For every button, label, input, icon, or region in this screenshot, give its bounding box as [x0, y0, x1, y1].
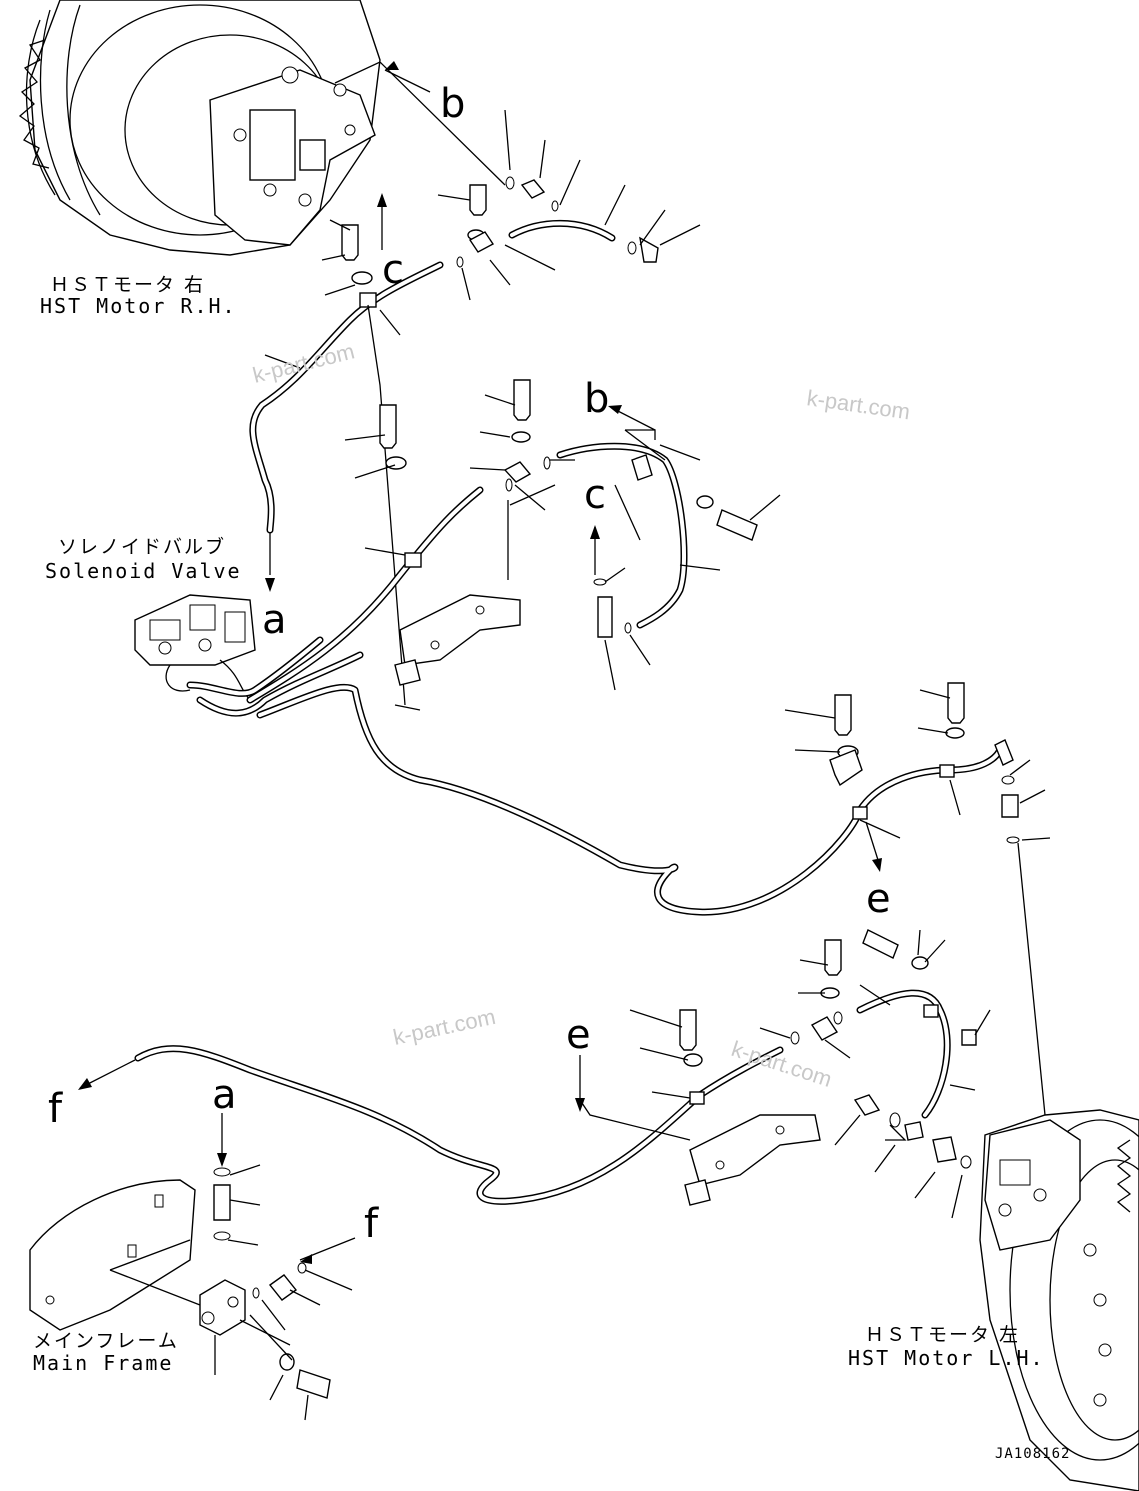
ref-arrow-a-lower — [217, 1113, 227, 1167]
ref-arrow-b-mid — [608, 405, 656, 431]
main-frame-illustration — [29, 1179, 201, 1331]
ref-f-left: f — [48, 1086, 63, 1132]
ref-arrow-e-right — [865, 821, 882, 872]
solenoid-label-jp: ソレノイドバルブ — [58, 535, 226, 558]
watermark-1: k-part.com — [250, 338, 357, 387]
solenoid-valve-illustration — [134, 594, 364, 717]
ref-f-lower: f — [364, 1201, 379, 1247]
ref-e-lower: e — [566, 1012, 591, 1058]
watermark-3: k-part.com — [391, 1004, 498, 1050]
hst-motor-lh-illustration — [979, 1109, 1139, 1491]
ref-b-top: b — [440, 81, 465, 127]
ref-e-right: e — [866, 876, 891, 922]
ref-b-mid: b — [584, 376, 609, 422]
mid-bracket-illustration — [394, 594, 521, 686]
main-frame-label-jp: メインフレーム — [33, 1330, 179, 1352]
lower-fittings — [629, 929, 991, 1219]
ref-c-mid: c — [584, 472, 606, 518]
motor-lh-label-jp: ＨＳＴモータ 左 — [865, 1324, 1020, 1346]
drawing-code: JA108162 — [995, 1446, 1070, 1462]
right-middle-fittings — [784, 682, 1051, 1116]
ref-a-lower: a — [212, 1072, 237, 1118]
main-frame-label-en: Main Frame — [33, 1351, 173, 1375]
middle-pipes — [246, 442, 1004, 916]
block-fittings — [199, 1164, 356, 1421]
ref-c-top: c — [382, 247, 404, 293]
ref-arrow-b-top — [334, 61, 506, 186]
watermark-2: k-part.com — [805, 385, 911, 424]
top-fittings — [321, 109, 701, 336]
ref-arrow-c-top — [377, 193, 387, 250]
ref-arrow-e-lower — [575, 1055, 691, 1141]
ref-arrow-c-mid — [590, 525, 600, 575]
watermark-4: k-part.com — [728, 1036, 835, 1092]
hst-motor-rh-illustration — [18, 0, 381, 256]
solenoid-label-en: Solenoid Valve — [45, 559, 242, 583]
lower-pipes — [78, 989, 951, 1205]
pipe-rh-to-solenoid — [249, 261, 444, 706]
motor-lh-label-en: HST Motor L.H. — [848, 1346, 1045, 1370]
ref-a-solenoid: a — [262, 597, 287, 643]
motor-rh-label-jp: ＨＳＴモータ 右 — [50, 274, 205, 296]
lower-bracket-illustration — [684, 1114, 821, 1206]
motor-rh-label-en: HST Motor R.H. — [40, 294, 237, 318]
